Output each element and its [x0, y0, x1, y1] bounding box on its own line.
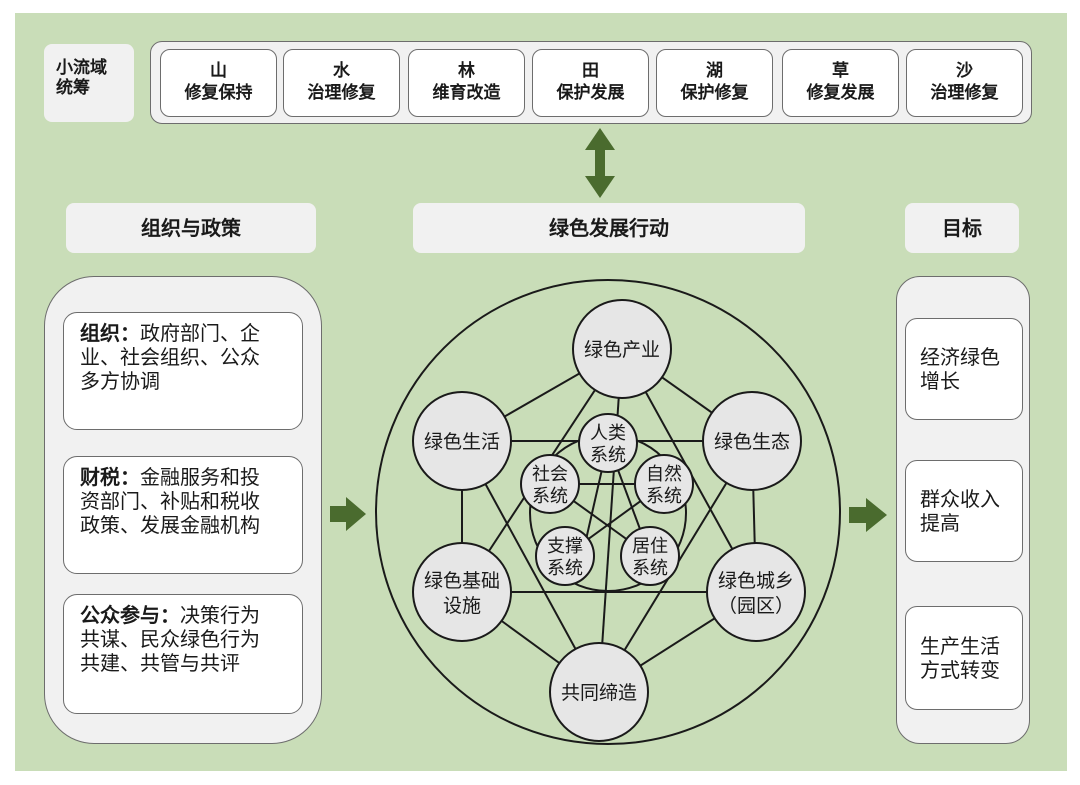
element-lake: 湖 保护修复: [656, 49, 773, 117]
element-farmland-sub: 保护发展: [556, 83, 625, 103]
watershed-label-line-1: 小流域: [56, 58, 107, 78]
card-organization-line-1: 政府部门、企: [140, 321, 260, 345]
outer-boundary-circle: [375, 279, 841, 745]
goal-green-economy: 经济绿色增长: [905, 318, 1023, 420]
element-water-sub: 治理修复: [307, 83, 376, 103]
arrow-right-icon-right: [849, 498, 887, 532]
card-finance-line-3: 政策、发展金融机构: [80, 513, 260, 537]
card-finance-line-1: 金融服务和投: [140, 465, 260, 489]
goal-3-line-1: 生产生活: [920, 634, 1000, 658]
card-finance-line-2: 资部门、补贴和税收: [80, 489, 260, 513]
element-sand-head: 沙: [956, 61, 973, 81]
card-public-title: 公众参与: [80, 603, 160, 627]
node-green-infrastructure-line-2: 设施: [443, 595, 481, 617]
node-human-system-line-1: 人类: [590, 423, 626, 444]
card-public-colon: ：: [160, 603, 180, 627]
element-mountain: 山 修复保持: [160, 49, 277, 117]
node-social-system-line-2: 系统: [532, 486, 568, 507]
node-green-urban-rural-line-2: （园区）: [718, 595, 794, 617]
element-farmland: 田 保护发展: [532, 49, 649, 117]
goal-1-line-2: 增长: [920, 369, 960, 393]
node-green-urban-rural: 绿色城乡 （园区）: [706, 542, 806, 642]
node-nature-system-line-1: 自然: [646, 464, 682, 485]
node-co-creation-label: 共同缔造: [561, 682, 637, 704]
watershed-coordination-label: 小流域 统筹: [44, 44, 134, 122]
header-goals: 目标: [905, 203, 1019, 253]
card-public-line-2: 共谋、民众绿色行为: [80, 627, 260, 651]
node-social-system-line-1: 社会: [532, 464, 568, 485]
element-mountain-sub: 修复保持: [184, 83, 253, 103]
element-lake-head: 湖: [706, 61, 723, 81]
node-green-industry: 绿色产业: [572, 299, 672, 399]
card-organization-colon: ：: [120, 321, 140, 345]
node-green-industry-label: 绿色产业: [584, 339, 660, 361]
card-organization: 组织：政府部门、企 业、社会组织、公众 多方协调: [63, 312, 303, 430]
node-residential-system: 居住 系统: [620, 526, 680, 586]
watershed-label-line-2: 统筹: [56, 78, 90, 98]
node-residential-system-line-2: 系统: [632, 558, 668, 579]
card-public-line-3: 共建、共管与共评: [80, 651, 240, 675]
node-green-urban-rural-line-1: 绿色城乡: [718, 570, 794, 592]
element-farmland-head: 田: [582, 61, 599, 81]
element-grassland-head: 草: [832, 61, 849, 81]
element-grassland-sub: 修复发展: [806, 83, 875, 103]
card-public-line-1: 决策行为: [180, 603, 260, 627]
element-mountain-head: 山: [210, 61, 227, 81]
goal-2-line-2: 提高: [920, 511, 960, 535]
element-grassland: 草 修复发展: [782, 49, 899, 117]
network-links: [461, 348, 757, 693]
card-organization-line-2: 业、社会组织、公众: [80, 345, 260, 369]
node-support-system-line-1: 支撑: [547, 536, 583, 557]
element-sand-sub: 治理修复: [930, 83, 999, 103]
goal-2-line-1: 群众收入: [920, 487, 1000, 511]
card-finance-tax: 财税：金融服务和投 资部门、补贴和税收 政策、发展金融机构: [63, 456, 303, 574]
card-organization-title: 组织: [80, 321, 120, 345]
goal-income-increase: 群众收入提高: [905, 460, 1023, 562]
goal-1-line-1: 经济绿色: [920, 345, 1000, 369]
element-forest-head: 林: [458, 61, 475, 81]
node-green-ecology-label: 绿色生态: [714, 431, 790, 453]
element-sand: 沙 治理修复: [906, 49, 1023, 117]
node-residential-system-line-1: 居住: [632, 536, 668, 557]
element-water-head: 水: [333, 61, 350, 81]
node-nature-system: 自然 系统: [634, 454, 694, 514]
card-finance-colon: ：: [120, 465, 140, 489]
element-forest-sub: 维育改造: [432, 83, 501, 103]
goal-lifestyle-change: 生产生活方式转变: [905, 606, 1023, 710]
header-organization-policy: 组织与政策: [66, 203, 316, 253]
node-human-system: 人类 系统: [578, 413, 638, 473]
element-lake-sub: 保护修复: [680, 83, 749, 103]
node-support-system-line-2: 系统: [547, 558, 583, 579]
node-green-living-label: 绿色生活: [424, 431, 500, 453]
node-support-system: 支撑 系统: [535, 526, 595, 586]
node-green-ecology: 绿色生态: [702, 391, 802, 491]
double-arrow-icon: [585, 128, 615, 198]
node-social-system: 社会 系统: [520, 454, 580, 514]
node-co-creation: 共同缔造: [549, 642, 649, 742]
node-nature-system-line-2: 系统: [646, 486, 682, 507]
node-human-system-line-2: 系统: [590, 445, 626, 466]
node-green-infrastructure-line-1: 绿色基础: [424, 570, 500, 592]
element-water: 水 治理修复: [283, 49, 400, 117]
card-public-participation: 公众参与：决策行为 共谋、民众绿色行为 共建、共管与共评: [63, 594, 303, 714]
header-green-action: 绿色发展行动: [413, 203, 805, 253]
arrow-right-icon-left: [330, 497, 366, 531]
card-organization-line-3: 多方协调: [80, 369, 160, 393]
card-finance-title: 财税: [80, 465, 120, 489]
node-green-infrastructure: 绿色基础 设施: [412, 542, 512, 642]
element-forest: 林 维育改造: [408, 49, 525, 117]
goal-3-line-2: 方式转变: [920, 658, 1000, 682]
node-green-living: 绿色生活: [412, 391, 512, 491]
